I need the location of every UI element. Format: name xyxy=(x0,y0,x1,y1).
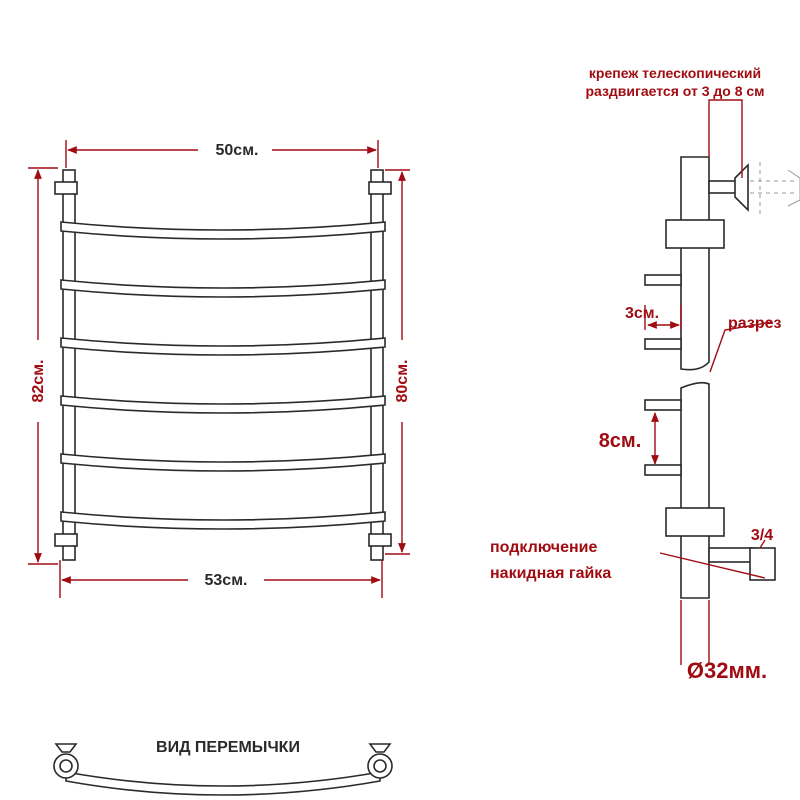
telescopic-bracket xyxy=(734,163,749,212)
mount-bottom-right xyxy=(368,533,392,547)
jumper-view-label: ВИД ПЕРЕМЫЧКИ xyxy=(156,739,300,756)
jumper-right-pipe-inner xyxy=(373,759,387,773)
rung-stub-2 xyxy=(644,338,682,350)
side-view xyxy=(644,156,776,599)
jumper-left-pipe-inner xyxy=(59,759,73,773)
rung-4 xyxy=(60,395,386,414)
mount-top-right xyxy=(368,181,392,195)
rung-stub-1 xyxy=(644,274,682,286)
side-clamp-top xyxy=(665,219,725,249)
cut-label: разрез xyxy=(728,315,781,332)
rung-1 xyxy=(60,221,386,240)
height-left-label: 82см. xyxy=(30,360,47,403)
side-pipe-upper xyxy=(680,156,710,371)
connection-label-line1: подключение xyxy=(490,539,597,556)
thread-label: 3/4 xyxy=(751,527,773,544)
rung-stub-3 xyxy=(644,399,682,411)
rung-3 xyxy=(60,337,386,356)
width-bottom-label: 53см. xyxy=(205,572,248,589)
front-view xyxy=(54,169,392,561)
mount-label-line2: раздвигается от 3 до 8 см xyxy=(585,83,764,99)
rungs xyxy=(60,221,386,530)
front-dimensions xyxy=(28,140,410,598)
mount-label-line1: крепеж телескопический xyxy=(589,65,761,81)
height-right-label: 80см. xyxy=(394,360,411,403)
jumper-left-mount xyxy=(54,743,78,753)
jumper-right-mount xyxy=(368,743,392,753)
offset-3-label: 3см. xyxy=(625,305,659,322)
telescopic-extension xyxy=(750,162,795,214)
side-pipe-lower xyxy=(680,381,710,599)
union-nut xyxy=(749,547,776,581)
jumper-bar xyxy=(65,771,381,796)
offset-8-label: 8см. xyxy=(599,430,642,452)
side-clamp-bottom xyxy=(665,507,725,537)
diameter-label: Ø32мм. xyxy=(687,658,767,683)
rung-stub-4 xyxy=(644,464,682,476)
connection-label-line2: накидная гайка xyxy=(490,565,611,582)
width-top-label: 50см. xyxy=(216,142,259,159)
mount-top-left xyxy=(54,181,78,195)
wall-plate-ghost xyxy=(787,169,800,207)
connection-pipe xyxy=(708,547,756,563)
mount-bottom-left xyxy=(54,533,78,547)
rung-6 xyxy=(60,511,386,530)
rung-5 xyxy=(60,453,386,472)
side-dimensions xyxy=(644,99,773,665)
jumper-view xyxy=(53,743,393,796)
rung-2 xyxy=(60,279,386,298)
